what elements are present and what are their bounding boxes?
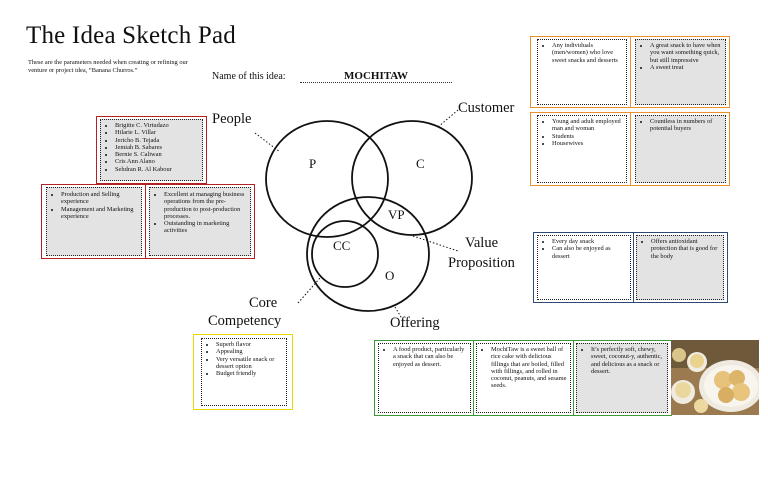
label-people: People	[212, 111, 251, 127]
label-offering: Offering	[390, 315, 440, 331]
customer-bottom-box: Young and adult employed man and woman S…	[530, 112, 730, 186]
connector-core	[297, 277, 321, 304]
customer-top-right: A great snack to have when you want some…	[635, 39, 726, 105]
core-competency-box: Superb flavor Appealing Very versatile s…	[193, 334, 293, 410]
list-item: Management and Marketing experience	[61, 206, 139, 221]
list-item: Every day snack	[552, 238, 628, 245]
list-item: Any individuals (men/women) who love swe…	[552, 42, 624, 64]
circle-o-label: O	[385, 268, 394, 283]
list-item: Sehdran R. Al Kabour	[115, 166, 200, 173]
offering-col-3: It’s perfectly soft, chewy, sweet, cocon…	[576, 343, 668, 413]
circle-people	[265, 120, 389, 238]
circle-cc-label: CC	[333, 238, 350, 253]
circle-core-competency	[311, 220, 379, 288]
list-item: Housewives	[552, 140, 624, 147]
people-names-list: Brigitte C. Virtudazo Hilarie L. Villar …	[103, 122, 200, 173]
list-item: A great snack to have when you want some…	[650, 42, 723, 64]
list-item: Superb flavor	[216, 341, 284, 348]
offering-col-2: MochiTaw is a sweet ball of rice cake wi…	[476, 343, 571, 413]
circle-customer	[351, 120, 473, 236]
list-item: Outstanding in marketing activities	[164, 220, 248, 235]
list-item: Young and adult employed man and woman	[552, 118, 624, 133]
circle-offering	[306, 196, 430, 312]
label-value: Value	[465, 235, 498, 251]
list-item: A sweet treat	[650, 64, 723, 71]
connector-customer	[437, 109, 459, 128]
list-item: Very versatile snack or dessert option	[216, 356, 284, 371]
mochi-food-image	[671, 340, 759, 415]
label-proposition: Proposition	[448, 255, 516, 271]
list-item: Hilarie L. Villar	[115, 129, 200, 136]
people-skills-right: Excellent at managing business operation…	[149, 187, 251, 256]
circle-vp-label: VP	[388, 207, 405, 222]
customer-bottom-left: Young and adult employed man and woman S…	[537, 115, 627, 183]
value-proposition-box: Every day snack Can also be enjoyed as d…	[533, 232, 728, 303]
connector-people	[254, 132, 281, 153]
customer-top-left: Any individuals (men/women) who love swe…	[537, 39, 627, 105]
list-item: A food product, particularly a snack tha…	[393, 346, 468, 368]
people-names-box: Brigitte C. Virtudazo Hilarie L. Villar …	[96, 116, 207, 184]
list-item: Jemiah B. Sabares	[115, 144, 200, 151]
value-proposition-right: Offers antioxidant protection that is go…	[636, 235, 724, 300]
connector-offering	[394, 306, 405, 323]
circle-p-label: P	[309, 156, 316, 171]
people-skills-left: Production and Selling experience Manage…	[46, 187, 142, 256]
list-item: Can also be enjoyed as dessert	[552, 245, 628, 260]
list-item: Budget friendly	[216, 370, 284, 377]
list-item: Production and Selling experience	[61, 191, 139, 206]
list-item: Jericho B. Tejada	[115, 137, 200, 144]
list-item: Brigitte C. Virtudazo	[115, 122, 200, 129]
circle-c-label: C	[416, 156, 425, 171]
label-customer: Customer	[458, 100, 515, 116]
list-item: Students	[552, 133, 624, 140]
offering-box: A food product, particularly a snack tha…	[374, 340, 672, 416]
list-item: Countless in numbers of potential buyers	[650, 118, 723, 133]
label-core: Core	[249, 295, 277, 311]
connector-value	[412, 235, 459, 252]
customer-top-box: Any individuals (men/women) who love swe…	[530, 36, 730, 108]
page-subtitle: These are the parameters needed when cre…	[28, 59, 188, 74]
offering-col-1: A food product, particularly a snack tha…	[378, 343, 471, 413]
list-item: Cris Ann Alano	[115, 158, 200, 165]
list-item: Bernie S. Caliwan	[115, 151, 200, 158]
page-title: The Idea Sketch Pad	[26, 22, 236, 49]
people-skills-box: Production and Selling experience Manage…	[41, 184, 255, 259]
value-proposition-left: Every day snack Can also be enjoyed as d…	[537, 235, 631, 300]
list-item: Appealing	[216, 348, 284, 355]
list-item: It’s perfectly soft, chewy, sweet, cocon…	[591, 346, 665, 375]
label-competency: Competency	[208, 313, 282, 329]
idea-name-label: Name of this idea:	[212, 71, 286, 82]
list-item: Excellent at managing business operation…	[164, 191, 248, 220]
list-item: MochiTaw is a sweet ball of rice cake wi…	[491, 346, 568, 390]
customer-bottom-right: Countless in numbers of potential buyers	[635, 115, 726, 183]
core-competency-list: Superb flavor Appealing Very versatile s…	[201, 338, 287, 406]
list-item: Offers antioxidant protection that is go…	[651, 238, 721, 260]
idea-name-field[interactable]: MOCHITAW	[300, 70, 452, 83]
